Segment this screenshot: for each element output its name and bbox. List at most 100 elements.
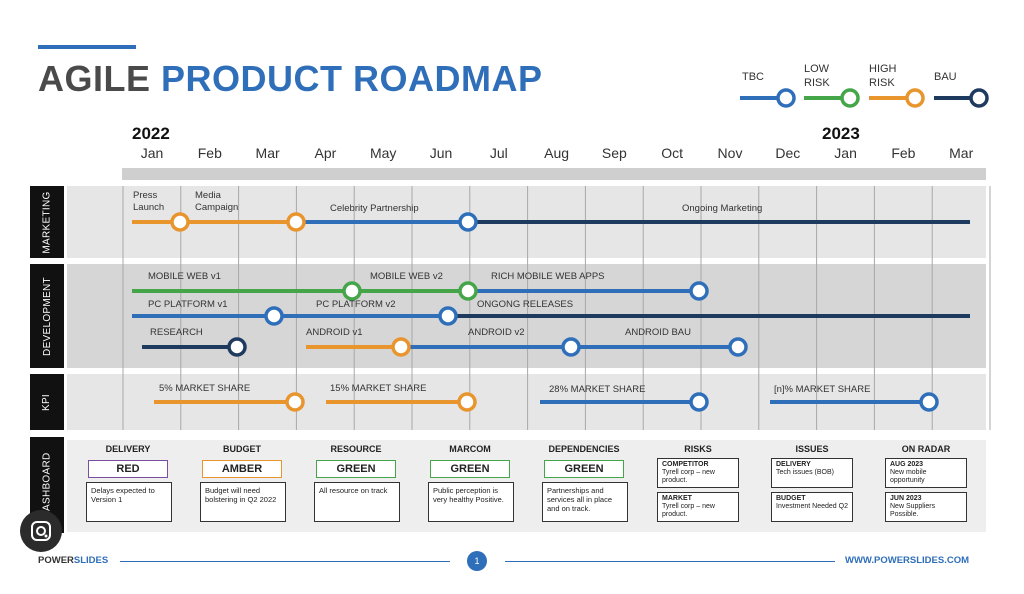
year-2022: 2022 xyxy=(132,124,170,143)
dash-marcom-status: GREEN xyxy=(430,460,510,478)
label-android-bau: ANDROID BAU xyxy=(625,327,691,338)
dash-risks-head: RISKS xyxy=(684,444,712,454)
page-title: AGILE PRODUCT ROADMAP xyxy=(38,58,543,100)
dash-delivery-note: Delays expected to Version 1 xyxy=(86,482,172,522)
dash-resource-note: All resource on track xyxy=(314,482,400,522)
legend-label-bau: BAU xyxy=(934,71,957,83)
month-label: Jun xyxy=(429,145,453,161)
footer-url[interactable]: WWW.POWERSLIDES.COM xyxy=(845,555,970,566)
month-label: Feb xyxy=(891,145,916,161)
dash-dependencies-head: DEPENDENCIES xyxy=(548,444,620,454)
footer-brand: POWERSLIDES xyxy=(38,555,109,566)
page-number: 1 xyxy=(467,551,487,571)
label-pc-v1: PC PLATFORM v1 xyxy=(148,299,228,310)
month-strip xyxy=(122,168,986,180)
dash-dependencies: DEPENDENCIES GREEN Partnerships and serv… xyxy=(523,440,645,532)
month-label: Apr xyxy=(314,145,337,161)
dash-marcom: MARCOM GREEN Public perception is very h… xyxy=(409,440,531,532)
month-label: Feb xyxy=(197,145,222,161)
month-label: Jul xyxy=(489,145,508,161)
row-label-development: DEVELOPMENT xyxy=(30,264,64,368)
dash-budget-status: AMBER xyxy=(202,460,282,478)
dash-marcom-note: Public perception is very healthy Positi… xyxy=(428,482,514,522)
label-ongong: ONGONG RELEASES xyxy=(477,299,574,310)
milestone-kpi-5 xyxy=(285,392,305,412)
dash-budget-head: BUDGET xyxy=(223,444,261,454)
dash-issues-head: ISSUES xyxy=(795,444,829,454)
milestone-rich-mobile xyxy=(689,281,709,301)
milestone-media-campaign xyxy=(286,212,306,232)
label-mobile-web-v1: MOBILE WEB v1 xyxy=(148,271,221,282)
row-label-kpi: KPI xyxy=(30,374,64,430)
dash-delivery: DELIVERY RED Delays expected to Version … xyxy=(67,440,189,532)
year-2023: 2023 xyxy=(822,124,860,143)
title-accent-bar xyxy=(38,45,136,49)
month-label: Sep xyxy=(601,145,627,161)
dash-dependencies-note: Partnerships and services all in place a… xyxy=(542,482,628,522)
label-kpi-5: 5% MARKET SHARE xyxy=(159,383,251,394)
milestone-pc-v1 xyxy=(264,306,284,326)
month-label: Aug xyxy=(544,145,570,161)
dash-delivery-head: DELIVERY xyxy=(105,444,151,454)
dash-radar-head: ON RADAR xyxy=(901,444,951,454)
google-lens-button[interactable] xyxy=(20,510,62,552)
footer-line-left xyxy=(120,561,450,562)
dash-resource-status: GREEN xyxy=(316,460,396,478)
month-label: Oct xyxy=(661,145,684,161)
legend-label-high-risk: HIGH RISK xyxy=(869,63,897,89)
milestone-kpi-15 xyxy=(457,392,477,412)
dashboard-panel: DELIVERY RED Delays expected to Version … xyxy=(67,440,986,532)
milestone-android-bau xyxy=(728,337,748,357)
milestone-pc-v2 xyxy=(438,306,458,326)
legend-label-low-risk: LOW RISK xyxy=(804,63,830,89)
development-tracks xyxy=(132,281,970,357)
dash-resource: RESOURCE GREEN All resource on track xyxy=(295,440,417,532)
row-label-marketing: MARKETING xyxy=(30,186,64,258)
title-part-2: PRODUCT ROADMAP xyxy=(161,58,543,99)
month-label: Nov xyxy=(717,145,743,161)
label-media-campaign: Media Campaign xyxy=(195,190,239,213)
milestone-celebrity xyxy=(458,212,478,232)
kpi-tracks xyxy=(154,392,939,412)
label-pc-v2: PC PLATFORM v2 xyxy=(316,299,396,310)
milestone-android-v2 xyxy=(561,337,581,357)
marketing-track xyxy=(132,212,970,232)
milestone-kpi-28 xyxy=(689,392,709,412)
label-ongoing-marketing: Ongoing Marketing xyxy=(682,203,763,214)
legend-swatches xyxy=(740,88,989,108)
label-android-v2: ANDROID v2 xyxy=(468,327,525,338)
label-rich-mobile: RICH MOBILE WEB APPS xyxy=(491,271,605,282)
month-label: Dec xyxy=(775,145,801,161)
label-press-launch: Press Launch xyxy=(133,190,165,213)
milestone-android-v1 xyxy=(391,337,411,357)
month-label: Jan xyxy=(140,145,164,161)
label-mobile-web-v2: MOBILE WEB v2 xyxy=(370,271,443,282)
dash-dependencies-status: GREEN xyxy=(544,460,624,478)
dash-budget: BUDGET AMBER Budget will need bolstering… xyxy=(181,440,303,532)
month-label: Jan xyxy=(834,145,857,161)
footer-line-right xyxy=(505,561,835,562)
month-label: Mar xyxy=(255,145,280,161)
dash-marcom-head: MARCOM xyxy=(449,444,491,454)
dash-budget-note: Budget will need bolstering in Q2 2022 xyxy=(200,482,286,522)
milestone-mobile-web-v2 xyxy=(458,281,478,301)
title-part-1: AGILE xyxy=(38,58,162,99)
label-kpi-n: [n]% MARKET SHARE xyxy=(774,384,871,395)
month-label: May xyxy=(369,145,397,161)
label-research: RESEARCH xyxy=(150,327,203,338)
month-label: Mar xyxy=(949,145,974,161)
dash-resource-head: RESOURCE xyxy=(330,444,382,454)
month-gridlines xyxy=(122,186,991,430)
label-kpi-28: 28% MARKET SHARE xyxy=(549,384,646,395)
label-celebrity: Celebrity Partnership xyxy=(330,203,419,214)
milestone-research xyxy=(227,337,247,357)
legend: TBC LOW RISK HIGH RISK BAU xyxy=(730,62,1000,112)
